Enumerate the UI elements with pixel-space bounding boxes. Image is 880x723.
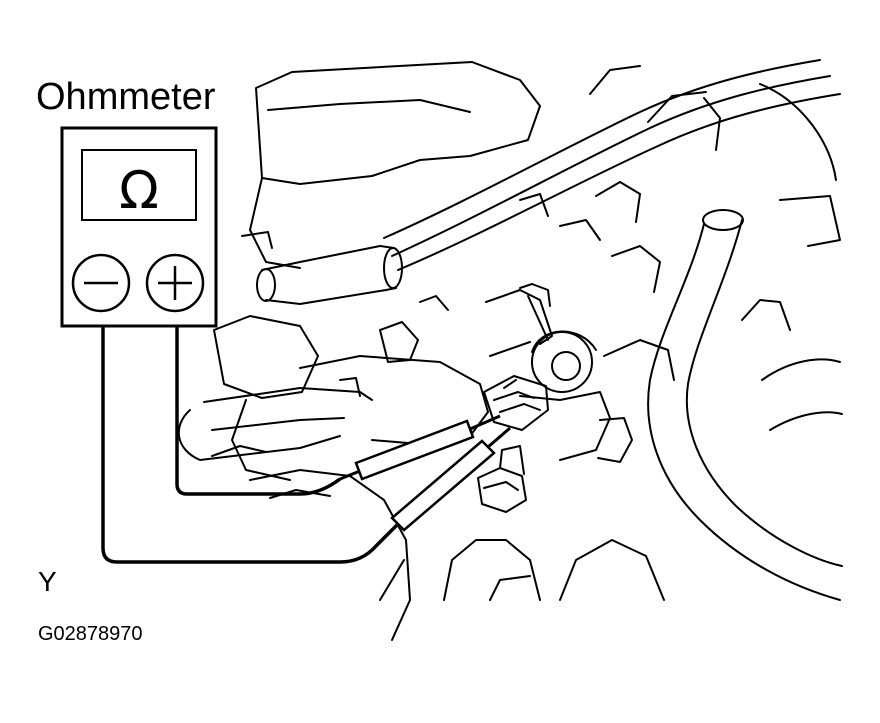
lead-positive: [175, 312, 342, 496]
lead-negative: [101, 312, 400, 564]
probe-positive: [339, 414, 501, 481]
engine-illustration: [177, 59, 843, 641]
plus-circle-icon: [145, 253, 205, 313]
probe-negative: [390, 426, 511, 532]
ohmmeter-display: [81, 149, 197, 221]
figure-code: G02878970: [38, 623, 143, 645]
ohmmeter: Ω: [60, 126, 218, 328]
ohm-symbol: Ω: [119, 161, 159, 221]
ohmmeter-label: Ohmmeter: [36, 76, 216, 118]
view-label: Y: [38, 566, 57, 597]
minus-circle-icon: [71, 253, 131, 313]
